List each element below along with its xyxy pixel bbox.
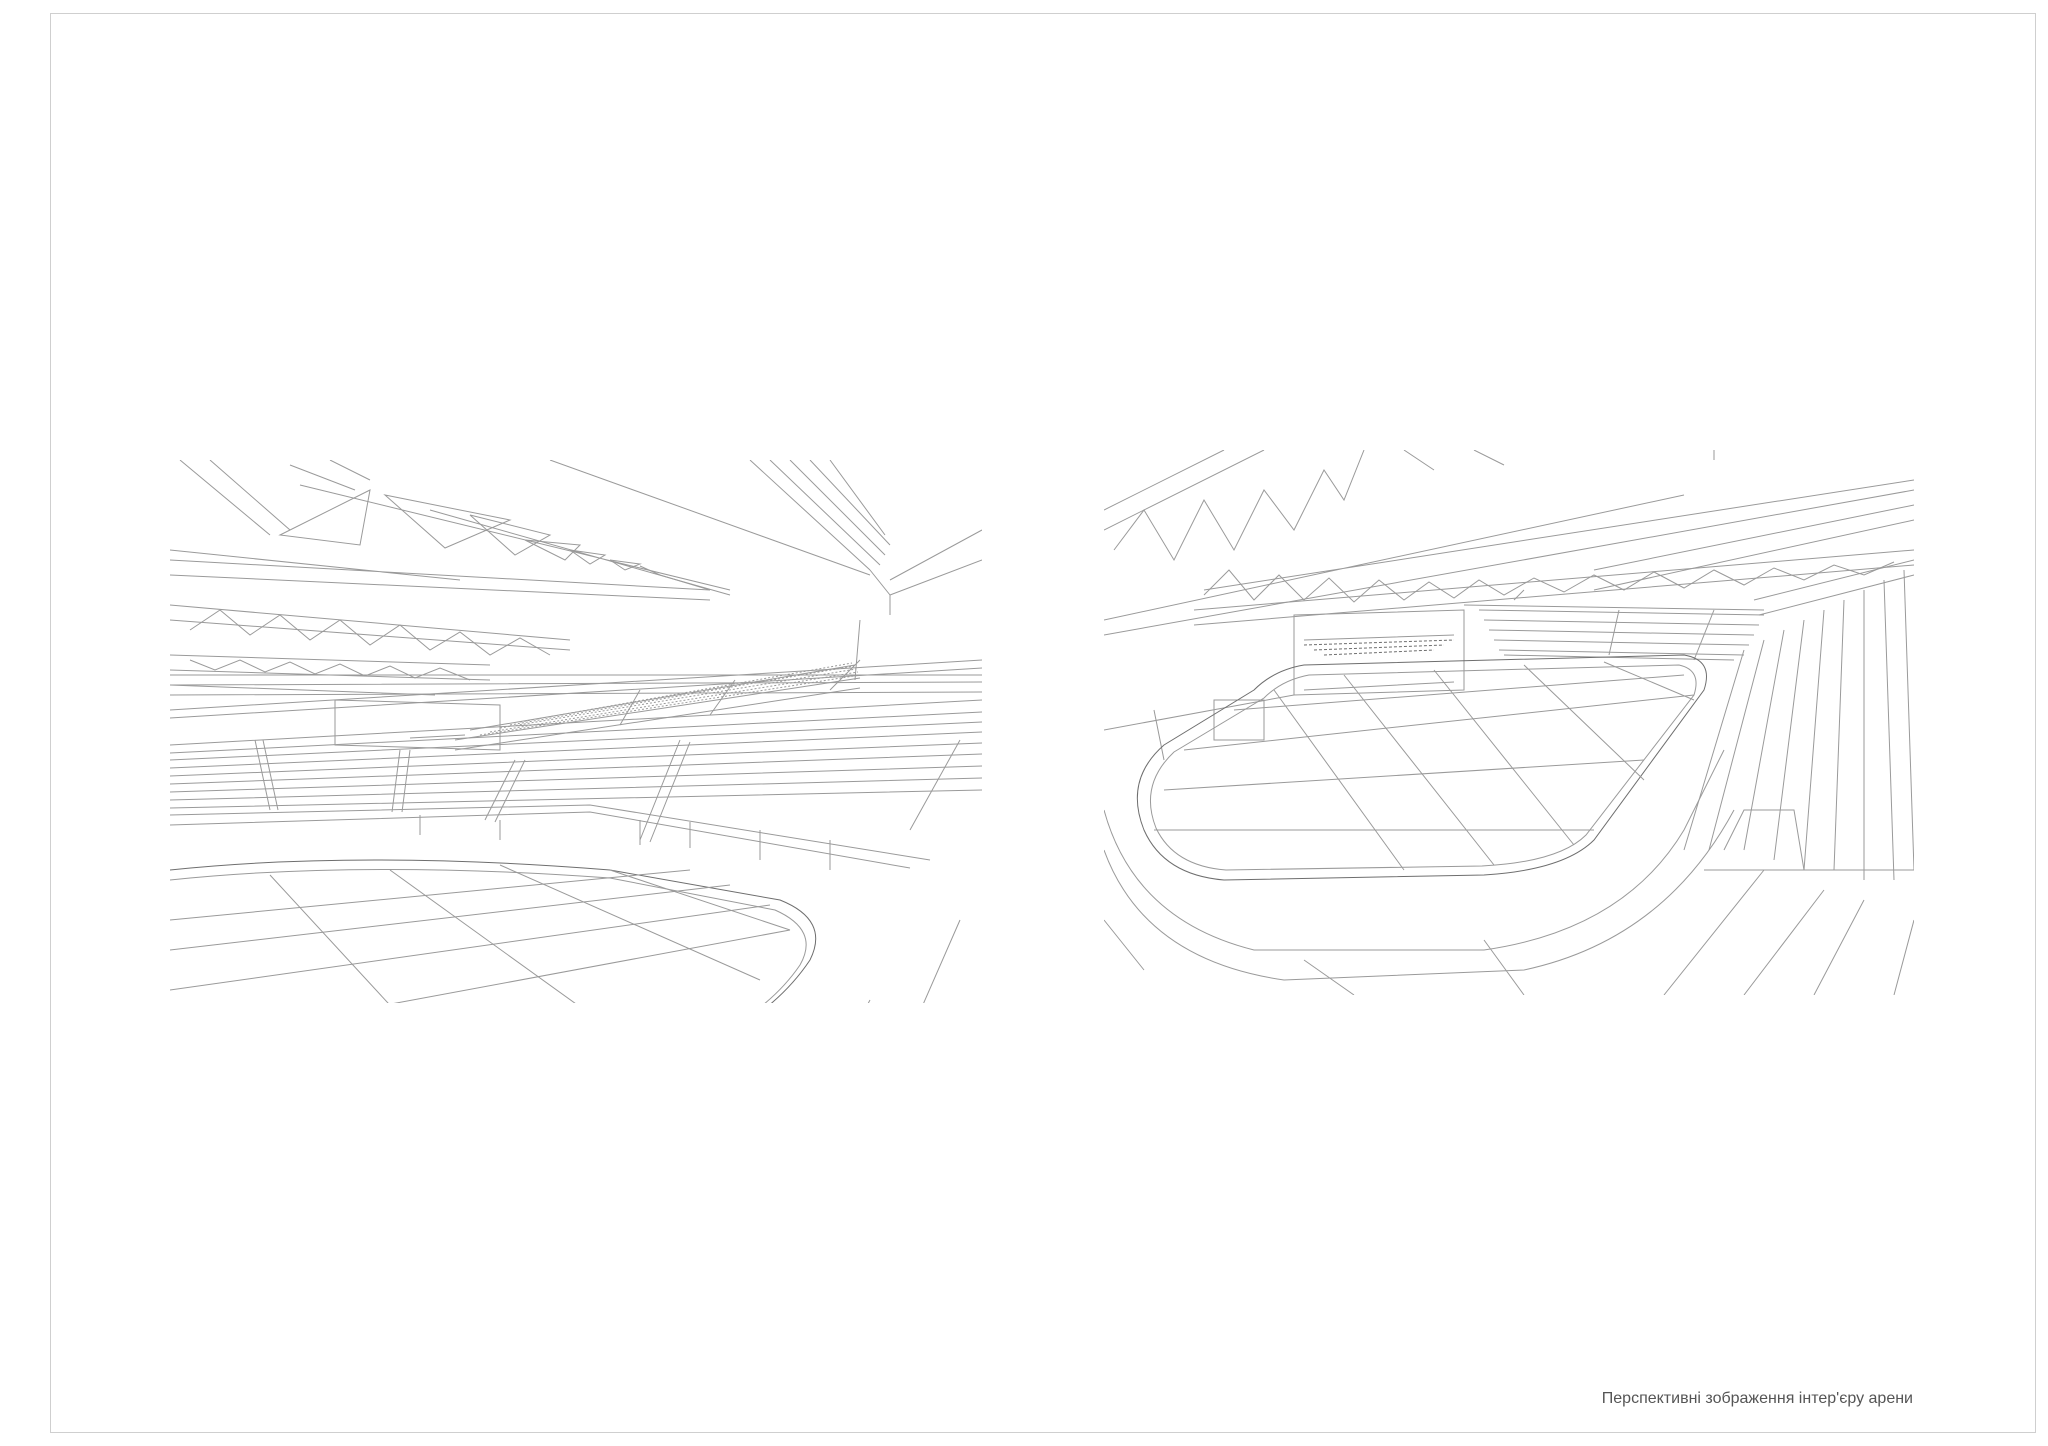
sheet-frame: [50, 13, 2036, 1433]
arena-interior-perspective-left: [170, 460, 982, 1003]
sheet-caption: Перспективні зображення інтер'єру арени: [1601, 1390, 1913, 1407]
arena-interior-perspective-right: [1104, 450, 1914, 995]
